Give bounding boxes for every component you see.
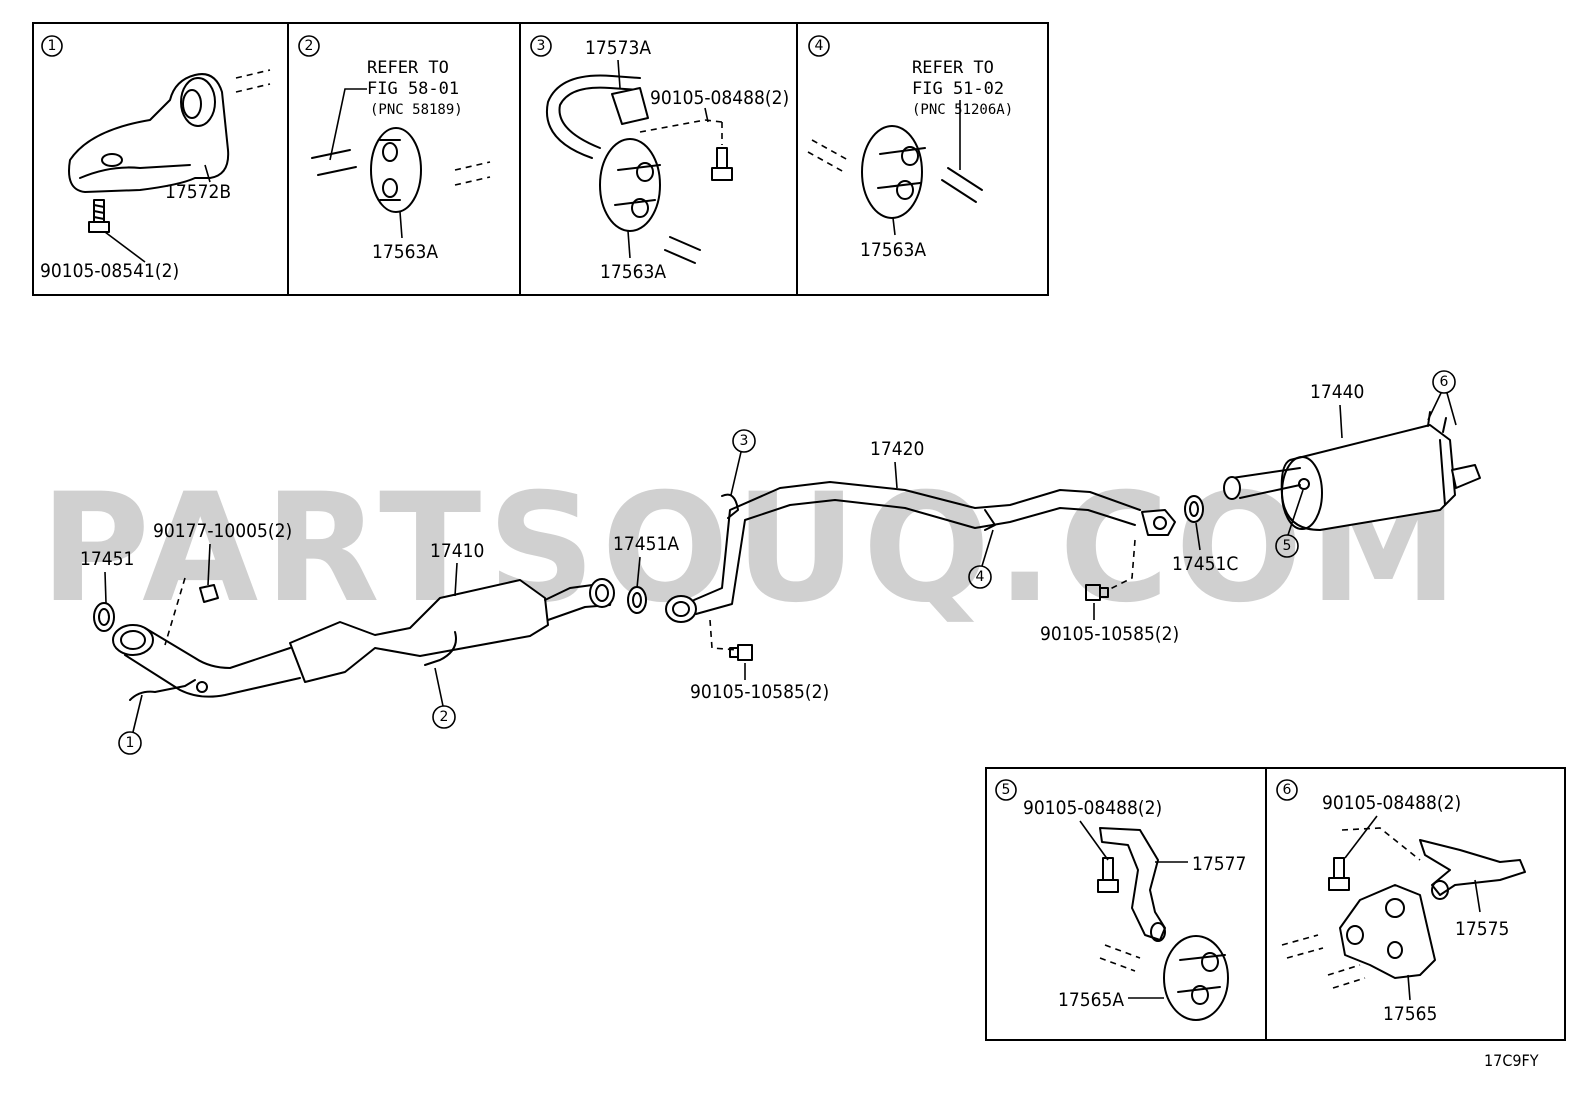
label-17573a[interactable]: 17573A xyxy=(585,37,651,59)
bolt-icon xyxy=(1097,857,1119,893)
bolt-icon[interactable] xyxy=(729,644,753,661)
label-90105-08488-inset3[interactable]: 90105-08488(2) xyxy=(650,87,789,109)
label-90105-08488-inset5[interactable]: 90105-08488(2) xyxy=(1023,797,1162,819)
label-90105-08541[interactable]: 90105-08541(2) xyxy=(40,260,179,282)
bolt-icon xyxy=(88,199,110,233)
inset-5: 5 90105-08488(2) 17577 17565A xyxy=(995,779,1246,1021)
label-17563a-inset2[interactable]: 17563A xyxy=(372,241,438,263)
hanger-17563a-inset2[interactable] xyxy=(370,127,422,213)
label-17565[interactable]: 17565 xyxy=(1383,1003,1437,1025)
hanger-17565[interactable] xyxy=(1339,884,1436,979)
refer-to-text: REFER TO xyxy=(912,58,994,78)
pnc-reference: (PNC 58189) xyxy=(370,102,463,118)
gasket-17451a[interactable] xyxy=(627,586,647,614)
nut-90177[interactable] xyxy=(199,584,219,603)
inset-row-top xyxy=(32,22,1049,296)
label-90105-10585-right[interactable]: 90105-10585(2) xyxy=(1040,623,1179,645)
bracket-17575[interactable] xyxy=(1419,839,1526,900)
label-17565a[interactable]: 17565A xyxy=(1058,989,1124,1011)
label-90105-08488-inset6[interactable]: 90105-08488(2) xyxy=(1322,792,1461,814)
inset-1-number: 1 xyxy=(48,38,57,54)
inset-4-number: 4 xyxy=(815,38,824,54)
label-17451c[interactable]: 17451C xyxy=(1172,553,1238,575)
callout-6[interactable]: 6 xyxy=(1440,374,1449,390)
inset-1: 1 17572B 90105-08541(2) xyxy=(40,35,271,282)
callout-3[interactable]: 3 xyxy=(740,433,749,449)
callout-5[interactable]: 5 xyxy=(1283,538,1292,554)
bracket-17572b[interactable] xyxy=(68,73,230,193)
figure-code: 17C9FY xyxy=(1484,1051,1539,1070)
bracket-17577[interactable] xyxy=(1099,827,1166,942)
inset-6: 6 90105-08488(2) 17575 17565 xyxy=(1276,779,1526,1025)
label-17440[interactable]: 17440 xyxy=(1310,381,1364,403)
hanger-17563a-inset3[interactable] xyxy=(599,138,661,232)
muffler-17440[interactable] xyxy=(1223,411,1481,531)
fig-reference[interactable]: FIG 51-02 xyxy=(912,79,1004,99)
label-17575[interactable]: 17575 xyxy=(1455,918,1509,940)
label-17577[interactable]: 17577 xyxy=(1192,853,1246,875)
hanger-17563a-inset4[interactable] xyxy=(861,125,926,219)
inset-2: 2 REFER TO FIG 58-01 (PNC 58189) 17563A xyxy=(298,35,491,263)
inset-2-number: 2 xyxy=(305,38,314,54)
center-pipe-17420[interactable] xyxy=(665,481,1176,623)
hanger-17565a[interactable] xyxy=(1163,935,1229,1021)
bolt-icon xyxy=(1328,857,1350,891)
refer-to-text: REFER TO xyxy=(367,58,449,78)
callout-4[interactable]: 4 xyxy=(976,569,985,585)
inset-3: 3 17573A 90105-08488(2) 17563A xyxy=(530,35,789,283)
gasket-17451[interactable] xyxy=(93,602,115,632)
inset-5-number: 5 xyxy=(1002,782,1011,798)
label-90177-10005[interactable]: 90177-10005(2) xyxy=(153,520,292,542)
callout-2[interactable]: 2 xyxy=(440,709,449,725)
main-assembly: 17451 90177-10005(2) 17410 1 xyxy=(80,370,1481,755)
gasket-17451c[interactable] xyxy=(1184,495,1204,523)
inset-row-bottom xyxy=(985,767,1566,1041)
front-pipe-17410[interactable] xyxy=(112,578,615,701)
inset-6-number: 6 xyxy=(1283,782,1292,798)
label-17451[interactable]: 17451 xyxy=(80,548,134,570)
pnc-reference: (PNC 51206A) xyxy=(912,102,1013,118)
inset-4: 4 REFER TO FIG 51-02 (PNC 51206A) 17563A xyxy=(807,35,1013,261)
label-17420[interactable]: 17420 xyxy=(870,438,924,460)
bolt-icon xyxy=(711,147,733,181)
fig-reference[interactable]: FIG 58-01 xyxy=(367,79,459,99)
inset-3-number: 3 xyxy=(537,38,546,54)
label-17451a[interactable]: 17451A xyxy=(613,533,679,555)
label-17410[interactable]: 17410 xyxy=(430,540,484,562)
callout-1[interactable]: 1 xyxy=(126,735,135,751)
bolt-icon[interactable] xyxy=(1085,584,1109,601)
label-17563a-inset3[interactable]: 17563A xyxy=(600,261,666,283)
bracket-17573a[interactable] xyxy=(546,74,649,159)
label-17563a-inset4[interactable]: 17563A xyxy=(860,239,926,261)
watermark: PARTSOUQ.COM xyxy=(40,462,1464,636)
label-90105-10585-center[interactable]: 90105-10585(2) xyxy=(690,681,829,703)
label-17572b[interactable]: 17572B xyxy=(165,181,231,203)
